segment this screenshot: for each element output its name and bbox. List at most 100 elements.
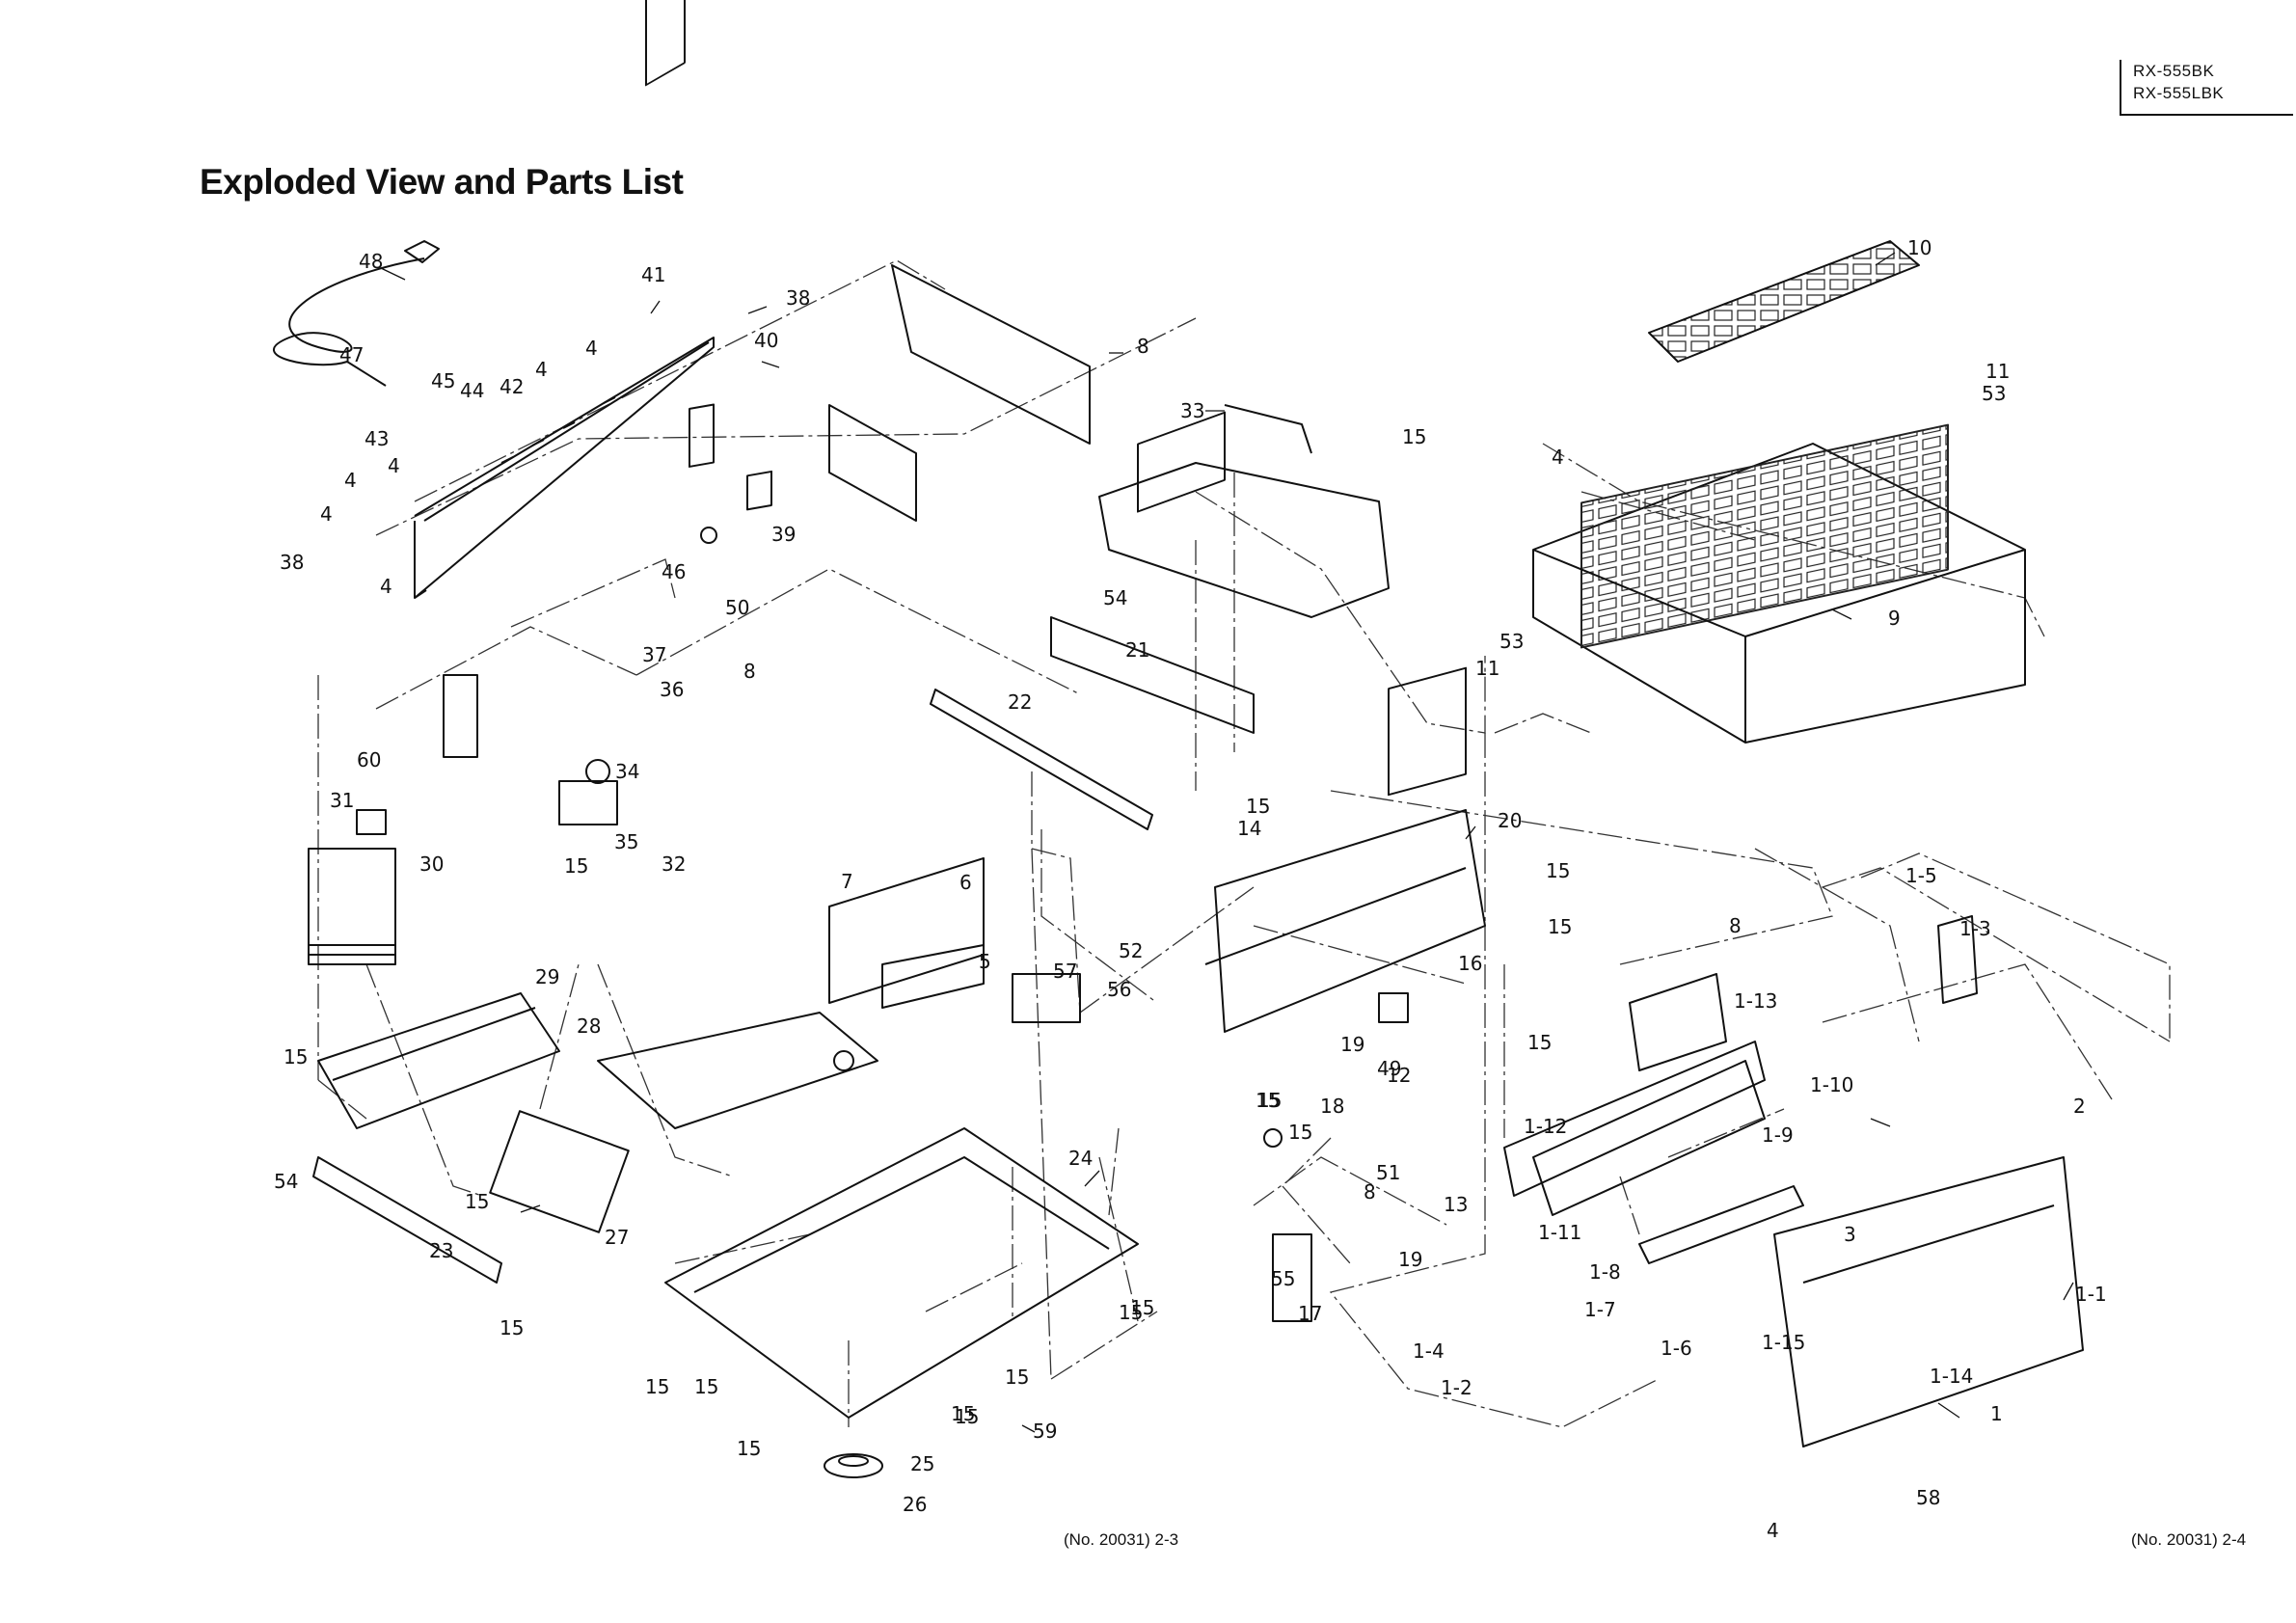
part-callout: 15 <box>1288 1121 1312 1144</box>
part-callout: 43 <box>365 427 389 450</box>
part-callout: 15 <box>737 1437 761 1460</box>
part-callout: 16 <box>1458 952 1482 975</box>
part-callout: 15 <box>1548 915 1572 938</box>
part-callout: 15 <box>1256 1089 1280 1112</box>
part-callout: 15 <box>1546 859 1570 882</box>
part-callout: 15 <box>1402 425 1426 448</box>
part-callout: 34 <box>615 760 639 783</box>
part-callout: 12 <box>1387 1064 1411 1087</box>
part-callout: 41 <box>641 263 665 286</box>
part-callout: 33 <box>1180 399 1204 422</box>
part-callout: 4 <box>535 358 548 381</box>
part-callout: 15 <box>955 1405 979 1428</box>
part-callout: 27 <box>605 1226 629 1249</box>
part-callout: 30 <box>419 852 444 876</box>
part-callout: 54 <box>1103 586 1127 609</box>
part-callout: 4 <box>380 575 392 598</box>
footer-page-left: (No. 20031) 2-3 <box>1064 1530 1179 1549</box>
part-callout: 47 <box>339 343 364 366</box>
part-callout: 36 <box>660 678 684 701</box>
part-callout: 1-7 <box>1584 1298 1616 1321</box>
part-callout: 7 <box>841 870 853 893</box>
part-callout: 1-5 <box>1905 864 1937 887</box>
part-callout: 57 <box>1053 960 1077 983</box>
part-callout: 1-12 <box>1524 1115 1567 1138</box>
part-callout: 17 <box>1298 1302 1322 1325</box>
part-callout: 15 <box>1527 1031 1552 1054</box>
part-callout: 38 <box>280 551 304 574</box>
part-callout: 48 <box>359 250 383 273</box>
part-callout: 26 <box>903 1493 927 1516</box>
part-callout: 15 <box>564 854 588 878</box>
model-number-box: RX-555BK RX-555LBK <box>2120 60 2293 116</box>
part-callout: 44 <box>460 379 484 402</box>
part-callout: 5 <box>979 950 991 973</box>
part-callout: 19 <box>1340 1033 1364 1056</box>
part-callout: 55 <box>1271 1267 1295 1290</box>
part-callout: 42 <box>500 375 524 398</box>
part-callout: 14 <box>1237 817 1261 840</box>
assembly-guide-lines <box>317 259 2171 1428</box>
footer-page-right: (No. 20031) 2-4 <box>2131 1530 2247 1549</box>
part-callout: 53 <box>1982 382 2006 405</box>
part-callout: 11 <box>1475 657 1499 680</box>
part-callout: 52 <box>1119 939 1143 962</box>
part-callout: 6 <box>959 871 972 894</box>
part-callout: 45 <box>431 369 455 392</box>
part-callout: 4 <box>1767 1519 1779 1542</box>
part-callout: 15 <box>1246 795 1270 818</box>
part-callout: 8 <box>1729 914 1742 937</box>
part-callout: 32 <box>662 852 686 876</box>
part-callout: 15 <box>645 1375 669 1398</box>
part-callout: 9 <box>1888 607 1901 630</box>
part-callout: 1-8 <box>1589 1260 1621 1284</box>
part-callout: 4 <box>585 337 598 360</box>
part-callout: 4 <box>1552 446 1564 469</box>
part-callout: 53 <box>1499 630 1524 653</box>
part-callout: 29 <box>535 965 559 988</box>
part-callout: 38 <box>786 286 810 310</box>
part-callout: 22 <box>1008 690 1032 714</box>
part-callout: 1-15 <box>1762 1331 1805 1354</box>
part-callout: 54 <box>274 1170 298 1193</box>
part-callout: 49 <box>1377 1057 1401 1080</box>
part-callout: 51 <box>1376 1161 1400 1184</box>
part-callout: 15 <box>500 1316 524 1339</box>
part-callout: 25 <box>910 1452 934 1475</box>
part-callout: 4 <box>388 454 400 477</box>
part-callout: 3 <box>1844 1223 1856 1246</box>
part-callout: 28 <box>577 1014 601 1038</box>
part-callout: 31 <box>330 789 354 812</box>
part-callout: 1-13 <box>1734 989 1777 1013</box>
part-callout: 13 <box>1444 1193 1468 1216</box>
part-callout: 59 <box>1033 1420 1057 1443</box>
part-callout: 1-11 <box>1538 1221 1581 1244</box>
part-callout: 60 <box>357 748 381 771</box>
part-callout: 15 <box>1005 1366 1029 1389</box>
part-callout: 15 <box>465 1190 489 1213</box>
part-callout: 21 <box>1125 638 1149 662</box>
part-callout: 46 <box>662 560 686 583</box>
part-callout: 37 <box>642 643 666 666</box>
part-callout: 2 <box>2073 1095 2086 1118</box>
part-callout: 1-2 <box>1441 1376 1472 1399</box>
part-callout: 1-14 <box>1930 1365 1973 1388</box>
part-callout: 1 <box>1990 1402 2003 1425</box>
part-callout: 15 <box>951 1402 975 1425</box>
part-callout: 8 <box>1137 335 1149 358</box>
chassis-parts <box>272 0 2084 1478</box>
model-number-2: RX-555LBK <box>2133 84 2225 102</box>
part-callout: 56 <box>1107 978 1131 1001</box>
part-callout: 40 <box>754 329 778 352</box>
part-callout: 1-6 <box>1661 1337 1692 1360</box>
part-callout: 35 <box>614 830 638 853</box>
part-callout: 15 <box>1130 1296 1154 1319</box>
part-callout: 1-3 <box>1959 917 1991 940</box>
model-number-1: RX-555BK <box>2133 62 2215 80</box>
part-callout: 1-4 <box>1413 1339 1445 1363</box>
part-callout: 24 <box>1068 1147 1093 1170</box>
part-callout: 8 <box>743 660 756 683</box>
page-title: Exploded View and Parts List <box>200 162 684 202</box>
